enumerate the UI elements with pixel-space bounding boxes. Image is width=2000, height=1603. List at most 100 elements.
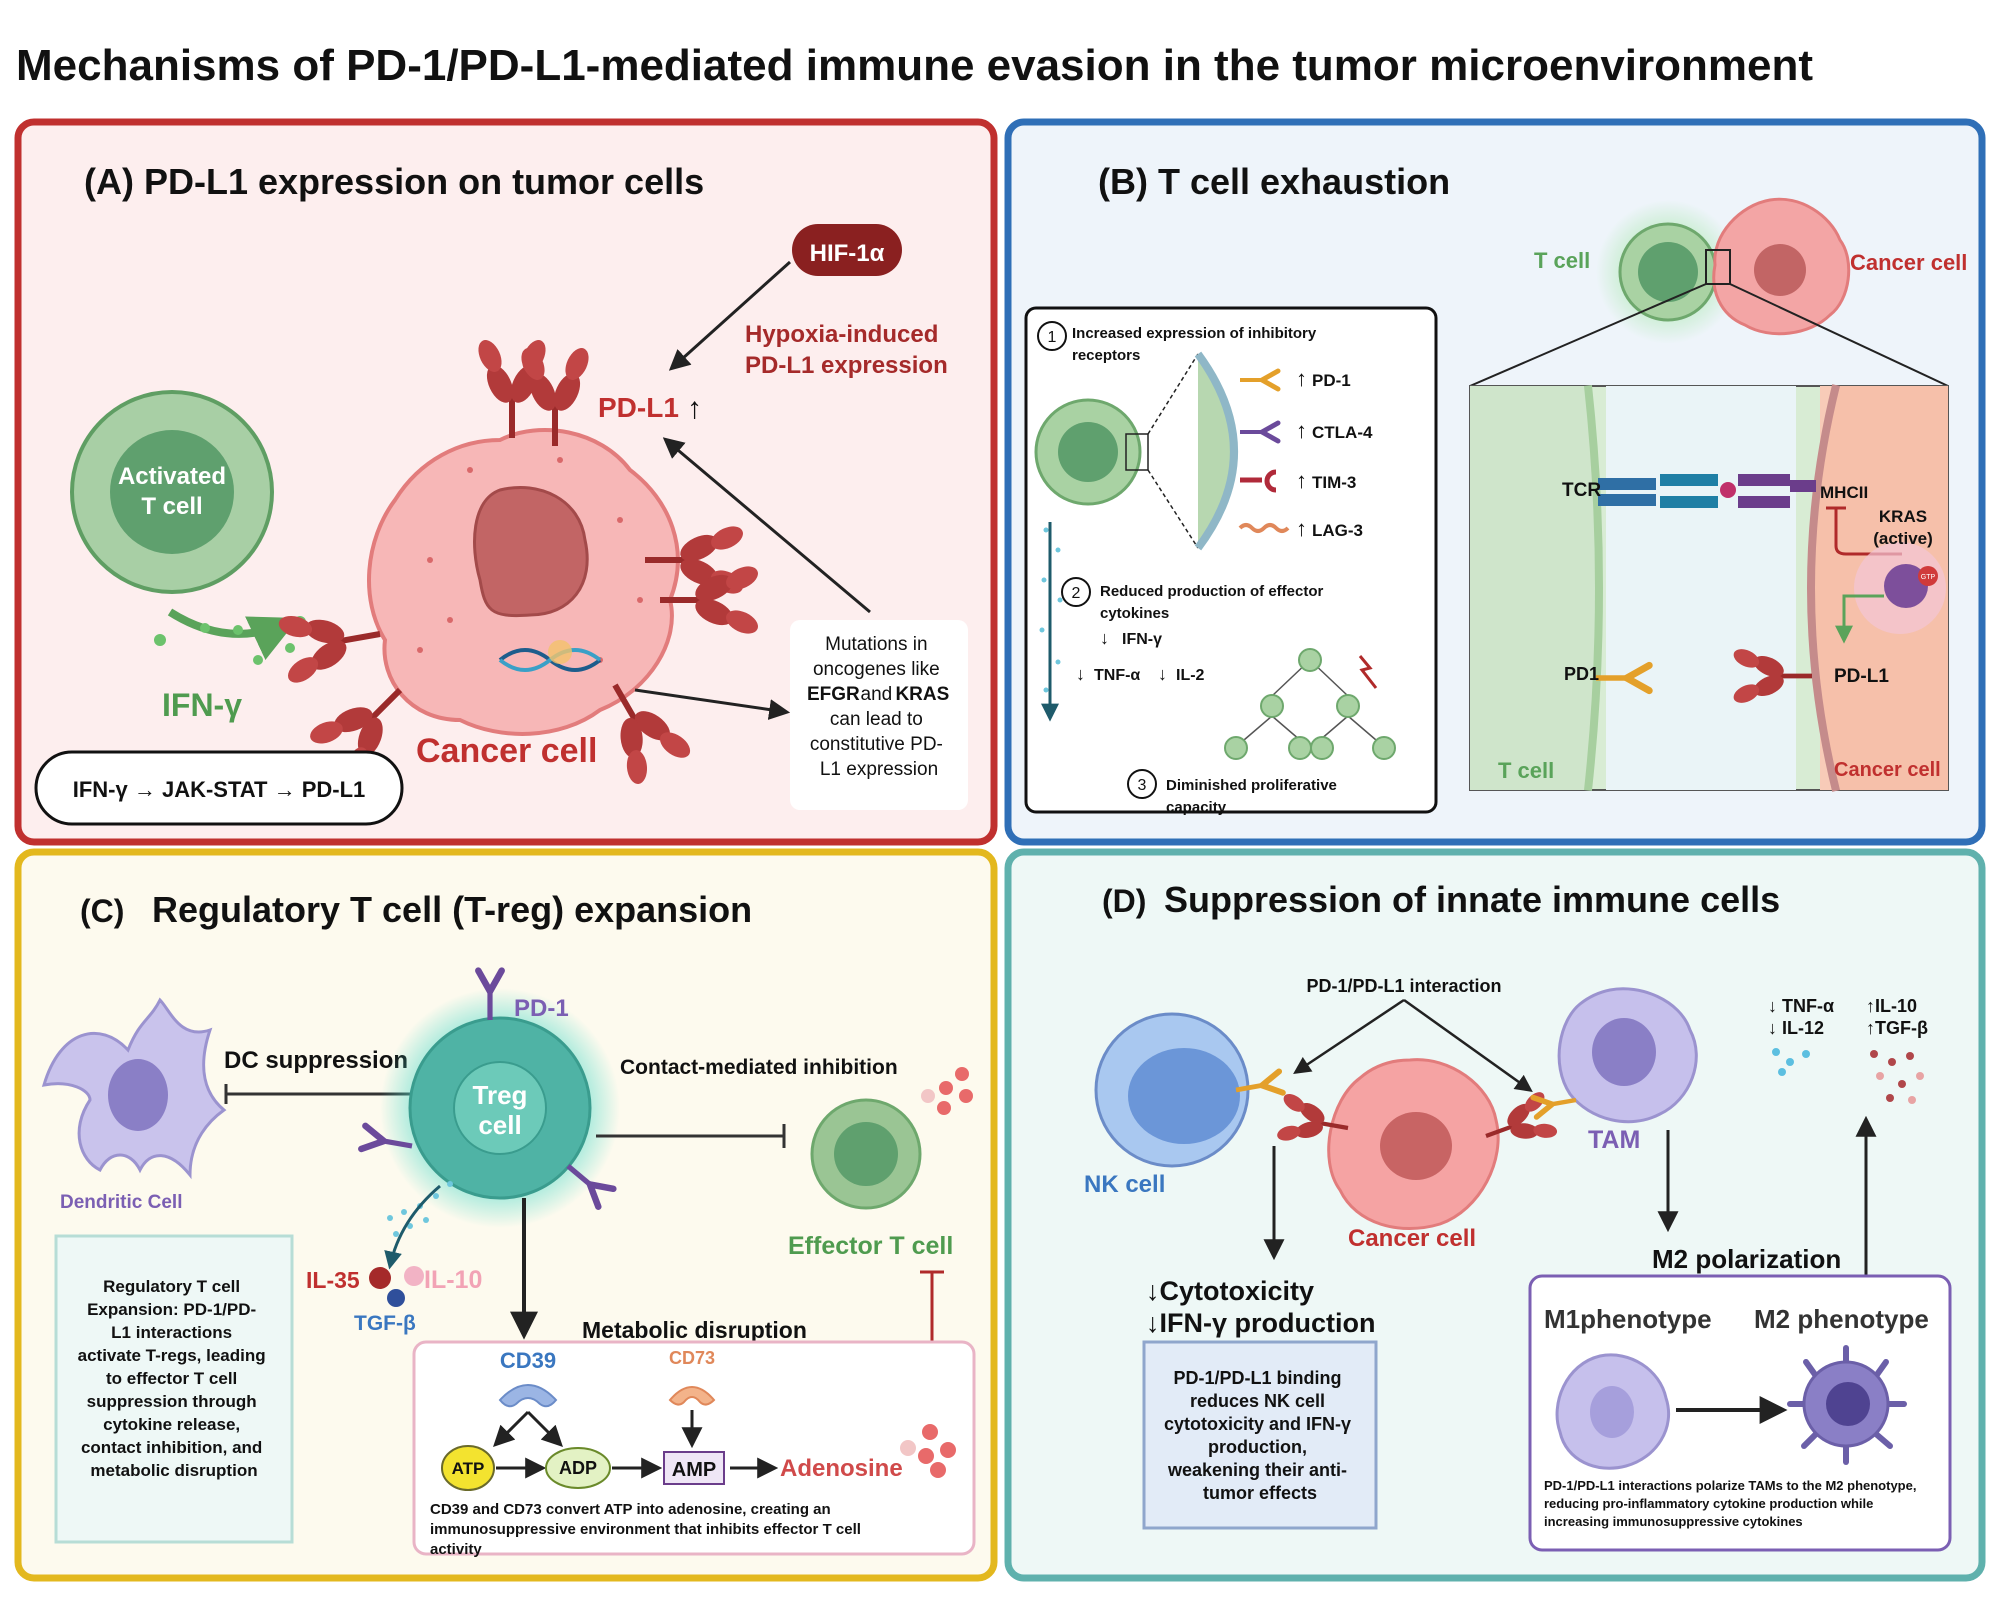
nk-summary-text: PD-1/PD-L1 binding reduces NK cell cytot… [1164, 1368, 1356, 1503]
treg-pd1-label: PD-1 [514, 995, 569, 1022]
m2pol-label: M2 polarization [1652, 1244, 1841, 1274]
exhausted-zoom-region [1125, 433, 1149, 471]
step-1-text-2: receptors [1072, 347, 1140, 364]
step-2-text-1: Reduced production of effector [1100, 583, 1324, 600]
step-2-number: 2 [1072, 585, 1081, 602]
mutation-box [790, 620, 968, 810]
panel-b: (B) T cell exhaustion T cell Cancer cell… [1004, 118, 1986, 846]
cd39-split-arrow-left [493, 1410, 530, 1447]
pdl1-up-arrow: ↑ [687, 392, 702, 425]
il10-dot [404, 1266, 424, 1286]
cd39-split-arrow-right [526, 1410, 563, 1447]
pd1-label: PD-1 [1312, 371, 1351, 390]
amp-label: AMP [672, 1459, 716, 1481]
pdl1-label: PD-L1 [598, 392, 679, 423]
down-tnfa: ↓ TNF-α [1768, 996, 1834, 1016]
cd39-enzyme-icon [498, 1384, 558, 1408]
cancer-dots [417, 457, 643, 663]
panel-d-heading-letter: (D) [1102, 883, 1146, 919]
up-il10: ↑IL-10 [1866, 996, 1917, 1016]
panel-a-heading: (A) PD-L1 expression on tumor cells [84, 161, 704, 202]
panel-c: (C) Regulatory T cell (T-reg) expansion … [14, 848, 998, 1582]
ctla4-up: ↑ [1296, 418, 1307, 443]
lag3-up: ↑ [1296, 516, 1307, 541]
step-3-text-1: Diminished proliferative [1166, 777, 1337, 794]
adp-label: ADP [559, 1458, 597, 1478]
tcr-complex [1598, 474, 1816, 508]
cd39-label: CD39 [500, 1348, 556, 1373]
tcell-small-nucleus [1638, 242, 1698, 302]
tcr-label: TCR [1562, 480, 1601, 501]
mutation-text: Mutations in oncogenes like EFGR and KRA… [807, 634, 955, 780]
down-cytokine-dots [1772, 1048, 1810, 1076]
tgfb-label: TGF-β [354, 1312, 416, 1335]
treg-summary-text: Regulatory T cell Expansion: PD-1/PD- L1… [78, 1277, 271, 1480]
ifng-label-b: IFN-γ [1122, 631, 1162, 648]
cancer-cell-nucleus [473, 485, 589, 618]
cytokine-dots [1039, 527, 1063, 693]
tim3-label: TIM-3 [1312, 473, 1356, 492]
panel-b-heading: (B) T cell exhaustion [1098, 161, 1450, 202]
activated-label-1: Activated [118, 463, 226, 490]
activated-tcell-nucleus [110, 430, 234, 554]
cancer-cell-small-nucleus [1754, 244, 1806, 296]
panel-a: (A) PD-L1 expression on tumor cells HIF-… [14, 118, 998, 846]
kras-protein [1884, 564, 1928, 608]
effector-secretion-dots [921, 1067, 973, 1115]
cancer-small-label: Cancer cell [1850, 250, 1967, 275]
metabolic-label: Metabolic disruption [582, 1317, 807, 1343]
mutation-arrow-to-pdl1 [662, 437, 871, 614]
tgfb-dot [387, 1289, 405, 1307]
zoom-line-left [1469, 283, 1707, 387]
zoom-cancer-label: Cancer cell [1834, 759, 1941, 781]
up-tgfb: ↑TGF-β [1866, 1018, 1928, 1038]
effector-label: Effector T cell [788, 1232, 953, 1260]
step-1-badge [1037, 321, 1067, 351]
hypoxia-line1: Hypoxia-induced [745, 321, 938, 348]
lag3-label: LAG-3 [1312, 521, 1363, 540]
adenosine-label: Adenosine [780, 1455, 903, 1482]
cd73-enzyme-icon [668, 1386, 716, 1406]
dc-suppression-label: DC suppression [224, 1047, 408, 1074]
down-il12: ↓ IL-12 [1768, 1018, 1824, 1038]
adp-node [545, 1447, 611, 1489]
kras-activation-arrow [1835, 594, 1884, 644]
pdl1-synapse-label: PD-L1 [1834, 666, 1889, 687]
cyto-line-2: ↓IFN-γ production [1146, 1308, 1375, 1338]
ctla4-label: CTLA-4 [1312, 423, 1373, 442]
exhausted-zoom-line-bottom [1147, 469, 1199, 549]
treg-summary-box [54, 1234, 294, 1544]
treg-label-1: Treg [473, 1080, 528, 1110]
adenosine-dots [900, 1424, 956, 1478]
m2-label: M2 phenotype [1754, 1304, 1929, 1334]
lag3-receptor-icon [1238, 523, 1290, 533]
ifng-arrow [167, 608, 299, 660]
hif-label: HIF-1α [810, 240, 885, 267]
exhaustion-box [1024, 306, 1438, 814]
panel-c-heading: Regulatory T cell (T-reg) expansion [152, 889, 752, 930]
nk-summary-box [1142, 1340, 1378, 1530]
step-3-number: 3 [1138, 777, 1147, 794]
dendritic-nucleus [108, 1059, 168, 1131]
ifng-down: ↓ [1100, 628, 1109, 648]
panel-d-heading: Suppression of innate immune cells [1164, 879, 1780, 920]
m1-nucleus [1590, 1386, 1634, 1438]
interaction-arrow-left [1293, 998, 1405, 1074]
tim3-receptor-icon [1240, 469, 1277, 493]
hypoxia-line2: PD-L1 expression [745, 352, 948, 379]
synapse-cleft [1606, 386, 1796, 790]
panel-d: (D) Suppression of innate immune cells P… [1004, 848, 1986, 1582]
pd1-synapse-label: PD1 [1564, 664, 1599, 684]
tam-label: TAM [1588, 1126, 1640, 1154]
atp-label: ATP [452, 1459, 485, 1478]
nk-label: NK cell [1084, 1171, 1165, 1198]
m2-caption: PD-1/PD-L1 interactions polarize TAMs to… [1544, 1478, 1920, 1529]
zoom-region [1705, 249, 1731, 285]
kras-label-2: (active) [1873, 529, 1933, 548]
up-cytokine-dots [1870, 1050, 1924, 1104]
il2-label: IL-2 [1176, 667, 1205, 684]
step-3-text-2: capacity [1166, 799, 1227, 816]
pathway-box [34, 750, 404, 826]
interaction-label: PD-1/PD-L1 interaction [1306, 976, 1501, 996]
